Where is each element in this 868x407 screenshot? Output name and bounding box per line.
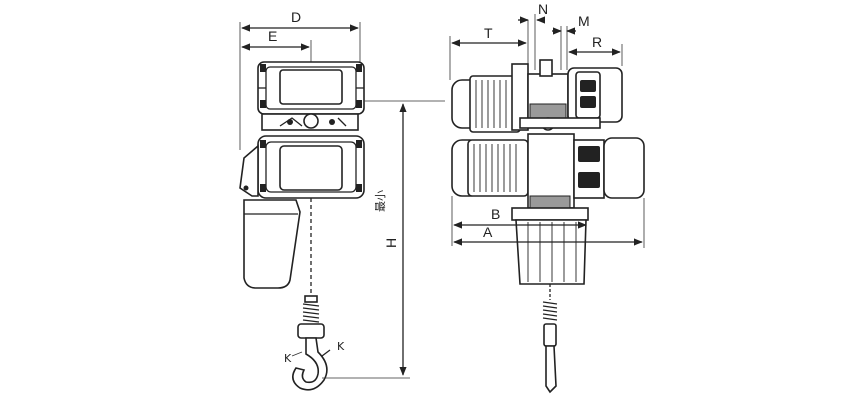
front-view: T N M R bbox=[449, 1, 645, 394]
label-min: 最小 bbox=[374, 190, 387, 212]
label-k2: K bbox=[337, 340, 345, 353]
label-d: D bbox=[291, 9, 301, 25]
dimension-b: B bbox=[451, 196, 587, 246]
suspension bbox=[261, 113, 359, 131]
label-r: R bbox=[592, 34, 602, 50]
dimension-a: A bbox=[453, 198, 645, 248]
label-b: B bbox=[491, 206, 500, 222]
label-t: T bbox=[484, 25, 493, 41]
dimension-n: N bbox=[518, 1, 548, 70]
label-n: N bbox=[538, 1, 548, 17]
label-m: M bbox=[578, 13, 590, 29]
side-view: D E bbox=[239, 9, 445, 391]
dimension-r: R bbox=[568, 34, 623, 66]
front-chain-bucket bbox=[511, 207, 589, 285]
label-e: E bbox=[268, 28, 277, 44]
trolley-motor bbox=[451, 59, 623, 133]
dimension-t: T bbox=[449, 20, 529, 80]
label-a: A bbox=[483, 224, 493, 240]
front-hook bbox=[542, 284, 558, 394]
hook-assembly: K K bbox=[284, 295, 345, 391]
hoist-motor bbox=[451, 133, 645, 209]
hoist-body bbox=[239, 135, 365, 199]
controller-box-top bbox=[257, 61, 365, 115]
dimension-h: H 最小 bbox=[322, 100, 445, 379]
dimension-d: D bbox=[239, 9, 361, 150]
dimension-m: M bbox=[552, 13, 590, 70]
chain-bucket bbox=[243, 199, 301, 289]
label-h: H bbox=[383, 238, 399, 248]
label-k: K bbox=[284, 352, 292, 365]
